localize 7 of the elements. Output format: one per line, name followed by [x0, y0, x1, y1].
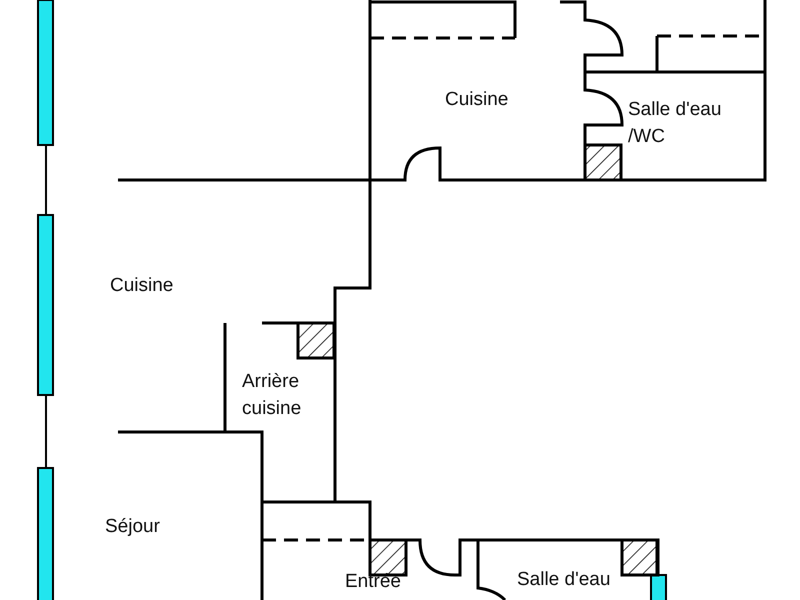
room-label: Séjour: [105, 515, 160, 539]
room-label: Cuisine: [110, 274, 174, 298]
room-label: Cuisine: [445, 88, 508, 112]
room-label: Arrière cuisine: [242, 370, 302, 421]
room-label: Entrée: [345, 570, 401, 594]
room-label: Salle d'eau /WC: [628, 98, 722, 149]
room-label: Salle d'eau: [517, 568, 610, 592]
